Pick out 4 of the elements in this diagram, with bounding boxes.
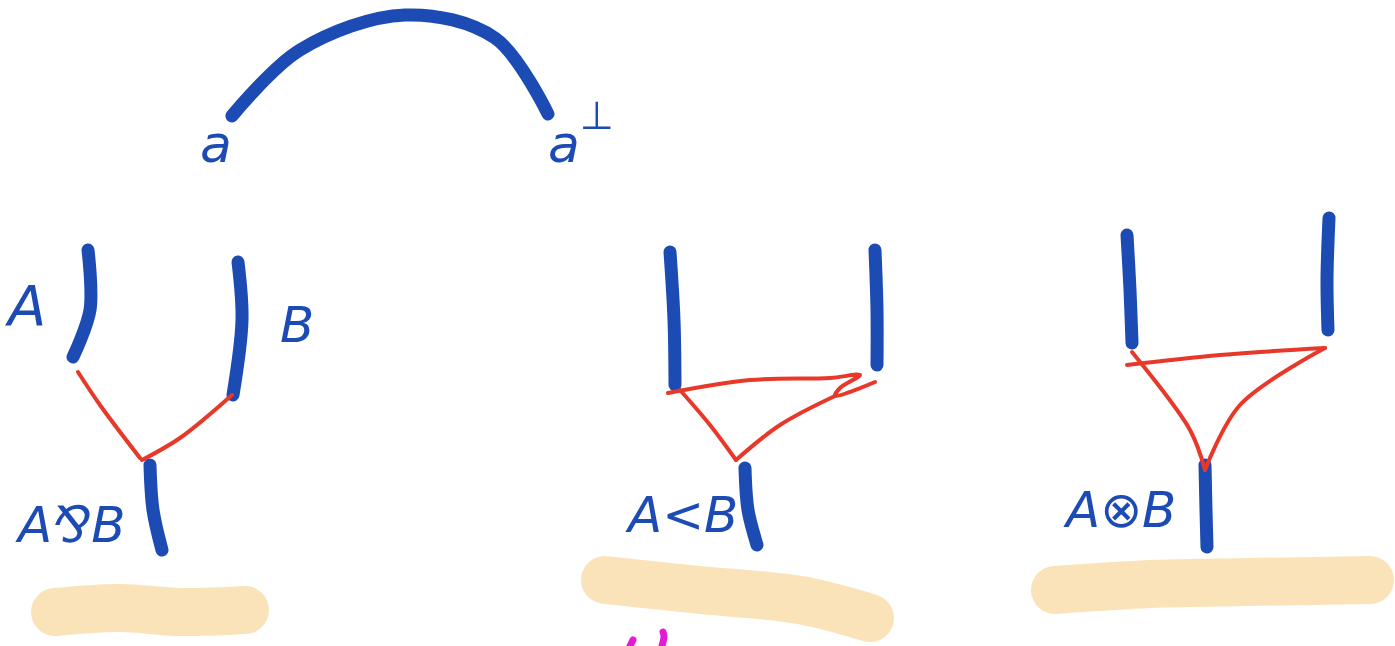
axiom-link (225, 8, 555, 123)
math-symbol: a (200, 110, 232, 170)
math-symbol: a$^{⊥}$ (548, 88, 614, 170)
wire-label: B (280, 300, 315, 350)
